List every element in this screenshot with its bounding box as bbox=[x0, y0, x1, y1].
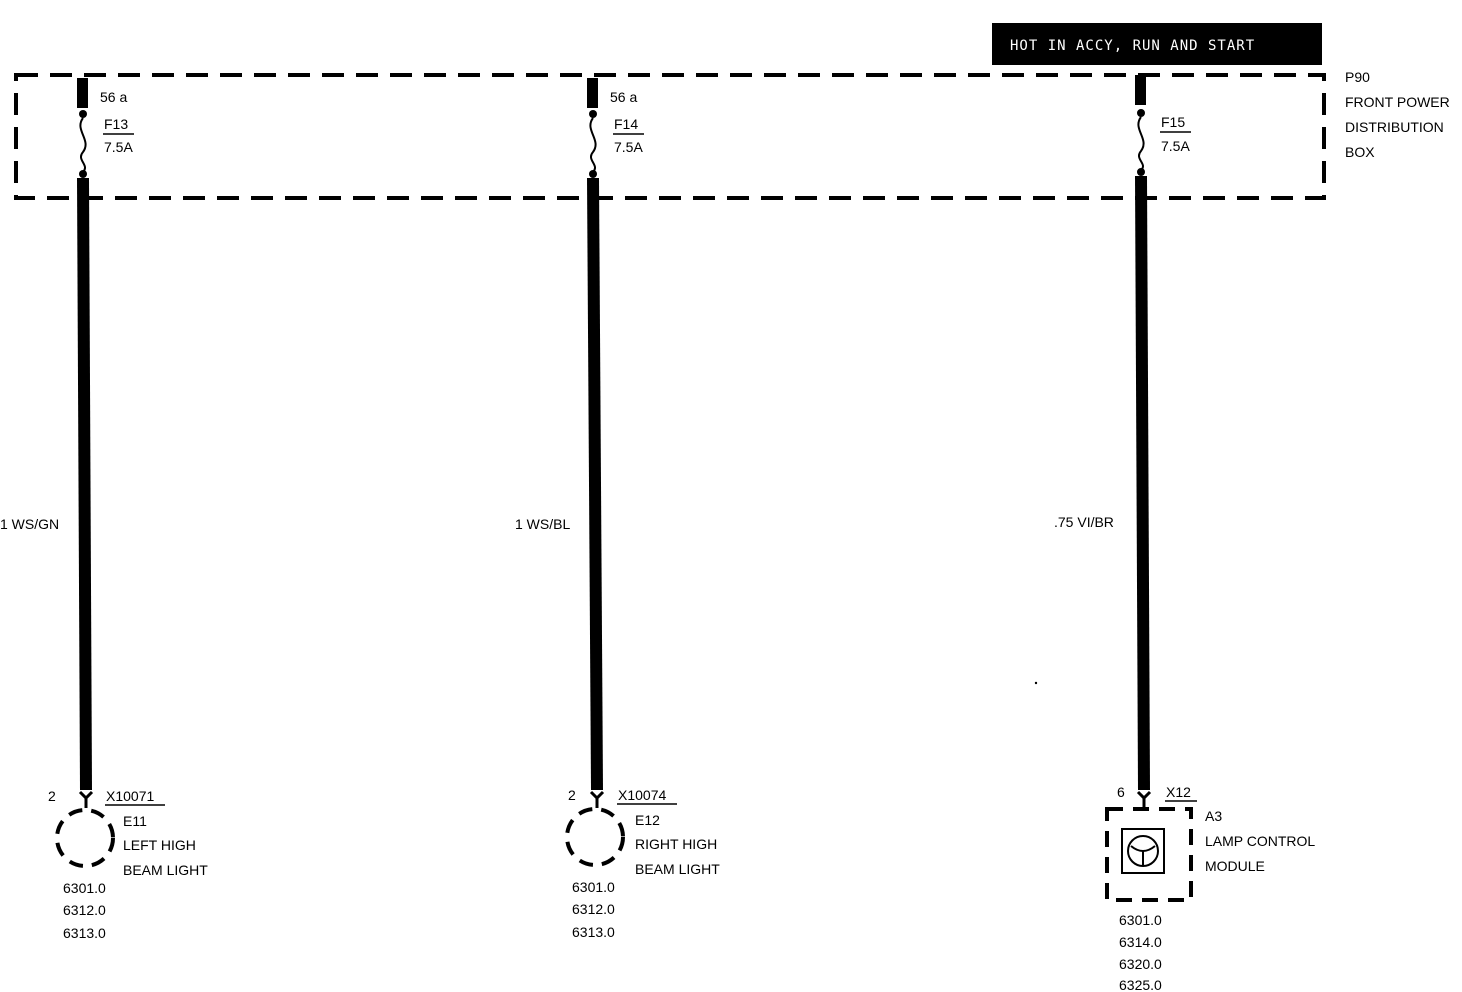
fuse-terminal-bottom bbox=[79, 170, 87, 178]
ref-1: 6301.0 bbox=[572, 879, 615, 895]
bus-stub bbox=[77, 78, 88, 108]
pin-number: 6 bbox=[1117, 784, 1125, 800]
module-outline bbox=[1105, 807, 1193, 902]
wire-label: .75 VI/BR bbox=[1054, 514, 1114, 530]
banner-text: HOT IN ACCY, RUN AND START bbox=[1010, 38, 1255, 54]
ref-2: 6314.0 bbox=[1119, 934, 1162, 950]
wire-label: 1 WS/GN bbox=[0, 516, 59, 532]
fuse-id: F13 bbox=[104, 116, 128, 132]
fuse-terminal-bottom bbox=[589, 170, 597, 178]
stray-mark bbox=[1034, 681, 1038, 685]
component-id: A3 bbox=[1205, 808, 1222, 824]
fuse-rating: 7.5A bbox=[1161, 138, 1190, 154]
circuit-f13: 56 a F13 7.5A 1 WS/GN 2 X10071 E11 LEFT … bbox=[0, 78, 208, 941]
power-box-name-line-2: DISTRIBUTION bbox=[1345, 119, 1444, 135]
power-box-id: P90 bbox=[1345, 69, 1370, 85]
fuse-rating: 7.5A bbox=[104, 139, 133, 155]
lamp-symbol bbox=[565, 807, 625, 867]
fuse-id: F15 bbox=[1161, 114, 1185, 130]
component-name-line-1: LEFT HIGH bbox=[123, 837, 196, 853]
component-id: E12 bbox=[635, 812, 660, 828]
circuit-f14: 56 a F14 7.5A 1 WS/BL 2 X10074 E12 RIGHT… bbox=[515, 78, 720, 940]
fuse-symbol bbox=[589, 117, 597, 173]
fuse-id: F14 bbox=[614, 116, 638, 132]
power-box-name-line-1: FRONT POWER bbox=[1345, 94, 1450, 110]
component-name-line-1: RIGHT HIGH bbox=[635, 836, 717, 852]
lamp-symbol bbox=[55, 808, 115, 868]
component-name-line-2: MODULE bbox=[1205, 858, 1265, 874]
component-name-line-1: LAMP CONTROL bbox=[1205, 833, 1315, 849]
terminal-label: 56 a bbox=[610, 89, 637, 105]
fuse-terminal-top bbox=[1137, 109, 1145, 117]
ref-3: 6313.0 bbox=[63, 925, 106, 941]
power-distribution-box: P90 FRONT POWER DISTRIBUTION BOX bbox=[14, 69, 1450, 200]
component-name-line-2: BEAM LIGHT bbox=[635, 861, 720, 877]
terminal-label: 56 a bbox=[100, 89, 127, 105]
wire bbox=[587, 177, 603, 791]
wire bbox=[77, 177, 92, 791]
fuse-symbol bbox=[1137, 116, 1145, 171]
connector-symbol bbox=[589, 790, 605, 801]
bus-stub bbox=[587, 78, 598, 108]
ref-3: 6320.0 bbox=[1119, 956, 1162, 972]
power-box-outline bbox=[14, 73, 1326, 200]
ref-1: 6301.0 bbox=[63, 880, 106, 896]
fuse-symbol bbox=[79, 117, 87, 173]
wire bbox=[1135, 175, 1150, 791]
connector-id: X10071 bbox=[106, 788, 154, 804]
ref-2: 6312.0 bbox=[572, 901, 615, 917]
component-name-line-2: BEAM LIGHT bbox=[123, 862, 208, 878]
wire-label: 1 WS/BL bbox=[515, 516, 570, 532]
connector-symbol bbox=[78, 790, 94, 801]
fuse-terminal-top bbox=[589, 110, 597, 118]
power-box-name-line-3: BOX bbox=[1345, 144, 1375, 160]
connector-id: X12 bbox=[1166, 784, 1191, 800]
bus-stub bbox=[1135, 75, 1146, 105]
ref-1: 6301.0 bbox=[1119, 912, 1162, 928]
power-condition-banner: HOT IN ACCY, RUN AND START bbox=[992, 23, 1322, 65]
ref-4: 6325.0 bbox=[1119, 977, 1162, 992]
connector-id: X10074 bbox=[618, 787, 666, 803]
connector-symbol bbox=[1136, 790, 1152, 801]
lamp-control-module-icon bbox=[1127, 835, 1159, 867]
pin-number: 2 bbox=[48, 788, 56, 804]
module-inner-box bbox=[1121, 828, 1165, 874]
ref-2: 6312.0 bbox=[63, 902, 106, 918]
fuse-terminal-bottom bbox=[1137, 168, 1145, 176]
circuit-f15: F15 7.5A .75 VI/BR 6 X12 A3 LAMP CONTROL… bbox=[1054, 75, 1315, 992]
pin-number: 2 bbox=[568, 787, 576, 803]
ref-3: 6313.0 bbox=[572, 924, 615, 940]
fuse-terminal-top bbox=[79, 110, 87, 118]
fuse-rating: 7.5A bbox=[614, 139, 643, 155]
banner-background bbox=[992, 23, 1322, 65]
component-id: E11 bbox=[123, 813, 147, 829]
